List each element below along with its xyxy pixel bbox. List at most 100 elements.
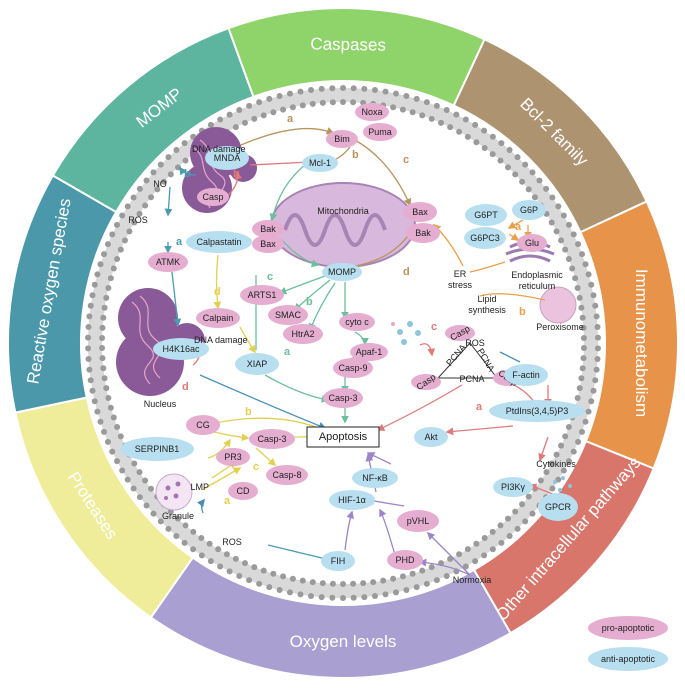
label-peroxisome: Peroxisome [536,322,584,332]
lipid-head [481,552,488,559]
legend: pro-apoptotic anti-apoptotic [588,616,668,671]
lipid-head [456,128,463,135]
lipid-head [190,528,197,535]
node-g6pc3: G6PC3 [470,233,500,243]
lipid-head [497,522,504,529]
lipid-head [447,124,454,131]
lipid-head [280,573,287,580]
lipid-head [114,221,121,228]
node-bax-left-shape [252,235,284,253]
lipid-head [549,194,556,201]
arrow-letter-a-bim: a [287,113,294,125]
node-pr3-shape [216,448,250,466]
lipid-head [399,573,406,580]
lipid-head [594,345,601,352]
lipid-head [136,185,143,192]
lipid-head [380,577,387,584]
lipid-head [592,377,599,384]
lipid-head [594,323,601,330]
lipid-head [198,552,205,559]
lipid-head [100,428,107,435]
arrow-letter-d-momp: d [403,266,410,278]
lipid-head [87,377,94,384]
node-htra2: HtrA2 [291,329,314,339]
lipid-head [393,589,400,596]
lipid-head [119,212,126,219]
lipid-head [109,448,116,455]
lipid-head [223,551,230,558]
lipid-head [553,451,560,458]
lipid-head [175,515,182,522]
lipid-head [309,100,316,107]
lipid-head [473,139,480,146]
node-h4k16ac-shape [153,338,209,360]
lipid-head [150,169,157,176]
lipid-head [462,563,469,570]
label-ros-right: ROS [465,338,485,348]
lipid-head [464,133,471,140]
lipid-head [578,304,585,311]
node-casp3-center-shape [323,388,363,408]
label-ros-top: ROS [128,215,148,225]
node-atmk: ATMK [156,257,180,267]
lipid-head [100,314,107,321]
arrow-letter-b-cg: b [245,406,252,418]
node-ptdins: PtdIns(3,4,5)P3 [506,406,569,416]
lipid-head [588,281,595,288]
lipid-head [572,275,579,282]
node-smac-shape [268,305,308,325]
lipid-head [549,485,556,492]
lipid-head [409,109,416,116]
lipid-head [107,404,114,411]
node-smac: SMAC [275,310,302,320]
arrow-letter-a-xiap: a [284,346,291,358]
lipid-head [107,275,114,282]
lipid-head [289,104,296,111]
lipid-head [143,177,150,184]
lipid-head [114,424,121,431]
node-g6pt: G6PT [474,210,498,220]
lipid-head [489,133,496,140]
lipid-head [126,228,133,235]
lipid-head [453,111,460,118]
node-gpcr-shape [538,493,578,521]
node-cd-shape [228,482,258,500]
lipid-head [130,485,137,492]
lipid-head [428,115,435,122]
node-hif1a: HIF-1α [338,495,366,505]
lipid-head [472,558,479,565]
lipid-head [130,194,137,201]
lipid-head [514,525,521,532]
lipid-head [403,586,410,593]
lipid-head [504,515,511,522]
lipid-head [143,502,150,509]
lipid-head [142,202,149,209]
lipid-head [148,194,155,201]
lipid-head [308,592,315,599]
lipid-head [350,85,357,92]
lipid-head [329,594,336,601]
lipid-head [232,555,239,562]
lipid-head [236,107,243,114]
lipid-head [99,334,106,341]
lipid-head [370,579,377,586]
cytokine-dots [553,476,572,492]
lipid-head [382,88,389,95]
lipid-head [103,385,110,392]
lipid-head [94,271,101,278]
pcna-triangle [436,342,499,379]
lipid-head [579,251,586,258]
lipid-head [462,116,469,123]
lipid-head [576,385,583,392]
lipid-head [198,534,205,541]
lipid-head [256,580,263,587]
label-dna-damage-top: DNA damage [192,144,246,154]
node-pcna-casp-top-shape [445,325,475,341]
lipid-head [289,575,296,582]
node-pvhl-shape [397,510,439,532]
lipid-head [522,161,529,168]
lipid-head [590,387,597,394]
node-casp3-left-shape [249,429,295,449]
arrow-letter-a-lmp: a [224,495,231,507]
